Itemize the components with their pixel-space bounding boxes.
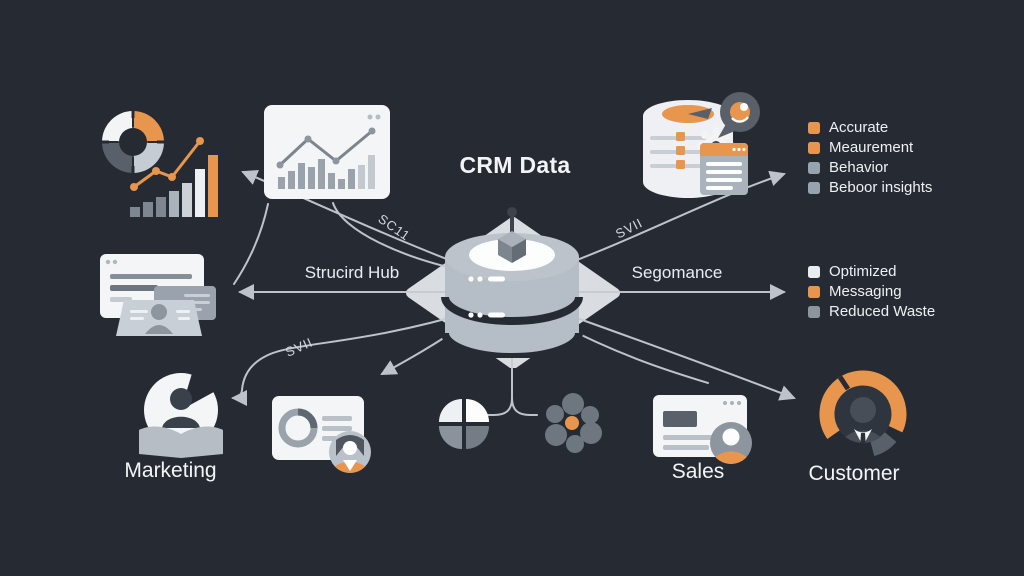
stacked-windows-profile-icon — [100, 254, 216, 336]
legend-square — [808, 142, 820, 154]
growth-bars-icon — [130, 137, 218, 217]
list-item: Behavior — [808, 159, 932, 176]
person-avatar-icon — [710, 422, 752, 464]
list-item: Reduced Waste — [808, 303, 936, 320]
businessman-silhouette-icon — [839, 397, 887, 443]
edge-hub-to-cluster — [511, 397, 538, 416]
edge-hub-to-marketing — [231, 311, 471, 406]
list-item-label: Optimized — [829, 263, 897, 280]
diagram-title: CRM Data — [459, 152, 571, 178]
circle-cluster-icon — [545, 393, 602, 453]
id-card-icon — [116, 300, 202, 336]
list-item-label: Accurate — [829, 119, 889, 136]
person-silhouette-icon — [162, 388, 200, 428]
report-donut-avatar-icon — [272, 396, 371, 473]
analytics-donut-bars-icon — [90, 95, 230, 225]
list-item: Optimized — [808, 263, 935, 280]
legend-square — [808, 122, 820, 134]
open-book-icon — [139, 426, 223, 458]
list-item: Meaurement — [808, 139, 932, 156]
list-item-label: Beboor insights — [829, 179, 933, 196]
list-item-label: Messaging — [829, 283, 902, 300]
legend-square — [808, 306, 820, 318]
browser-avatar-icon — [653, 395, 752, 464]
list-item: Accurate — [808, 119, 932, 136]
browser-chart-icon — [264, 105, 390, 199]
sales-label: Sales — [671, 460, 725, 483]
database-gear-report-icon — [643, 92, 760, 198]
person-book-icon — [139, 370, 223, 458]
hub-left-label: Strucird Hub — [304, 263, 400, 282]
list-item-label: Reduced Waste — [829, 303, 936, 320]
customer-label: Customer — [808, 462, 900, 485]
marketing-label: Marketing — [124, 459, 217, 482]
edge-hub-to-customer — [559, 311, 796, 401]
legend-square — [808, 162, 820, 174]
list-item-label: Meaurement — [829, 139, 914, 156]
hub-right-label: Segomance — [631, 263, 723, 282]
target-bubble-icon — [718, 92, 760, 138]
woman-avatar-icon — [329, 431, 371, 473]
edge-browser-left-drop — [233, 203, 269, 285]
measurement-benefits-list: Accurate Meaurement Behavior Beboor insi… — [808, 119, 933, 196]
list-item: Beboor insights — [808, 179, 933, 196]
legend-square — [808, 286, 820, 298]
crm-database-icon — [441, 207, 583, 358]
donut-chart-icon — [102, 111, 164, 173]
pie-quadrants-icon — [439, 399, 489, 449]
list-item: Messaging — [808, 283, 935, 300]
list-item-label: Behavior — [829, 159, 889, 176]
optimization-benefits-list: Optimized Messaging Reduced Waste — [808, 263, 936, 320]
legend-square — [808, 266, 820, 278]
edge-hub-to-measurement-list — [555, 170, 786, 269]
report-window-icon — [700, 143, 748, 195]
avatar-orange-ring-icon — [819, 370, 907, 457]
legend-square — [808, 182, 820, 194]
